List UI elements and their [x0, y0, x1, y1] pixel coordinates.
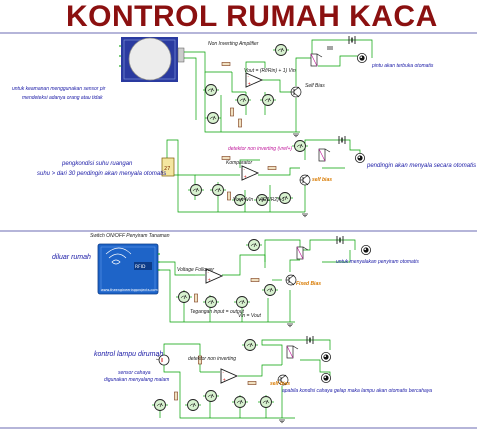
relay-4[interactable] [286, 345, 299, 359]
section4-output-note: apabila kondisi cahaya gelap maka lampu … [282, 388, 433, 394]
section1-note-line2: mendeteksi adanya orang atau tidak [22, 95, 103, 101]
sheet-frame [0, 32, 477, 429]
section4-amp-label: detektor non inverting [188, 356, 237, 362]
lamp-1[interactable] [356, 52, 368, 64]
voltmeter-3a[interactable] [175, 291, 193, 303]
opamp-1[interactable] [245, 72, 263, 88]
voltmeter-3d[interactable] [261, 284, 279, 296]
section3-location: diluar rumah [52, 254, 91, 261]
lamp-4b[interactable] [320, 372, 332, 384]
voltmeter-3b[interactable] [202, 296, 220, 308]
ground-3 [286, 323, 294, 328]
resistor-3b[interactable] [250, 278, 260, 282]
section2-opamp-label: Komparator [226, 160, 253, 166]
voltmeter-2a[interactable] [187, 184, 205, 196]
opamp-2[interactable] [241, 165, 259, 181]
section2-output-note: pendingin akan menyala secara otomatis [367, 163, 477, 169]
section3-amp-note: Tegangan input = output [190, 309, 244, 315]
relay-2[interactable] [318, 148, 331, 162]
transistor-2[interactable] [299, 174, 311, 186]
voltmeter-4a[interactable] [151, 399, 169, 411]
voltmeter-3c[interactable] [233, 296, 251, 308]
voltmeter-4e[interactable] [257, 396, 275, 408]
resistor-4a[interactable] [174, 391, 178, 401]
pir-sensor[interactable] [119, 37, 185, 82]
resistor-2b[interactable] [267, 166, 277, 170]
section3-amp-label: Voltage Follower [177, 267, 215, 273]
section1-output-note: pintu akan terbuka otomatis [372, 63, 434, 69]
voltmeter-3e[interactable] [245, 239, 263, 251]
lamp-4a[interactable] [320, 351, 332, 363]
section1-transistor-label: Self Bias [305, 83, 325, 89]
resistor-1c[interactable] [221, 62, 231, 66]
section-4-lighting [151, 335, 332, 424]
fan-lamp-2[interactable] [354, 152, 366, 164]
section3-formula: Vin = Vout [238, 313, 261, 319]
section1-formula: Vout = (Rf/Rin) + 1) Vin [244, 68, 296, 74]
transistor-3[interactable] [285, 274, 297, 286]
section4-transistor-label: self bias [270, 381, 291, 387]
rfid-switch-board[interactable]: RFID www.theengineeringprojects.com [97, 243, 160, 295]
resistor-3a[interactable] [194, 293, 198, 303]
section3-transistor-label: Fixed Bias [296, 281, 322, 287]
section-3-sprinkler: RFID www.theengineeringprojects.com [97, 235, 372, 328]
ground-1 [292, 133, 300, 138]
resistor-1b[interactable] [238, 118, 242, 128]
capacitor-1[interactable] [326, 46, 334, 50]
section1-amp-label: Non Inverting Amplifier [208, 41, 259, 47]
pump-lamp-3[interactable] [360, 244, 372, 256]
voltmeter-1e[interactable] [272, 44, 290, 56]
transistor-1[interactable] [290, 86, 302, 98]
resistor-1a[interactable] [230, 107, 234, 117]
section2-transistor-label: self bias [312, 177, 333, 183]
relay-1[interactable] [310, 53, 323, 67]
voltmeter-2b[interactable] [209, 184, 227, 196]
voltmeter-1b[interactable] [234, 94, 252, 106]
section2-formula-left: Vout=Vin [233, 197, 254, 203]
voltmeter-4f[interactable] [241, 339, 259, 351]
section2-formula-right: V(R1/R2)+1 [258, 197, 285, 203]
ground-4 [278, 419, 286, 424]
temperature-sensor[interactable]: 27 [161, 157, 175, 177]
section3-output-note: untuk menyalakan penyiram otomatis [336, 259, 419, 265]
section-2-temperature: 27 [161, 135, 366, 218]
ground-2 [301, 213, 309, 218]
svg-text:RFID: RFID [135, 264, 146, 270]
voltmeter-4b[interactable] [184, 399, 202, 411]
section4-title: kontrol lampu dirumah [94, 351, 164, 358]
resistor-2a[interactable] [227, 191, 231, 201]
section2-amp-label: detektor non inverting (vref+) [228, 146, 293, 152]
svg-text:27: 27 [164, 166, 170, 172]
section2-note-line2: suhu > dari 30 pendingin akan menyala ot… [37, 171, 167, 177]
board-url: www.theengineeringprojects.com [101, 288, 158, 292]
opamp-4[interactable] [220, 368, 238, 384]
voltmeter-1c[interactable] [259, 94, 277, 106]
voltmeter-2f[interactable] [291, 140, 309, 152]
voltmeter-4c[interactable] [202, 390, 220, 402]
relay-3[interactable] [296, 246, 309, 260]
section4-note-line2: digunakan menyalang malam [104, 377, 170, 383]
page-title: KONTROL RUMAH KACA [66, 0, 438, 33]
voltmeter-1a[interactable] [202, 84, 220, 96]
section4-note-line1: sensor cahaya [118, 370, 151, 376]
resistor-4b[interactable] [247, 381, 257, 385]
section3-switch-label: Switch ON/OFF Penyiram Tanaman [90, 233, 170, 239]
section2-note-line1: pengkondisi suhu ruangan [62, 161, 133, 167]
section-1-security [119, 35, 373, 138]
voltmeter-4d[interactable] [231, 396, 249, 408]
section1-note-line1: untuk keamanan menggunakan sensor pir [12, 86, 106, 92]
voltmeter-1d[interactable] [204, 112, 222, 124]
